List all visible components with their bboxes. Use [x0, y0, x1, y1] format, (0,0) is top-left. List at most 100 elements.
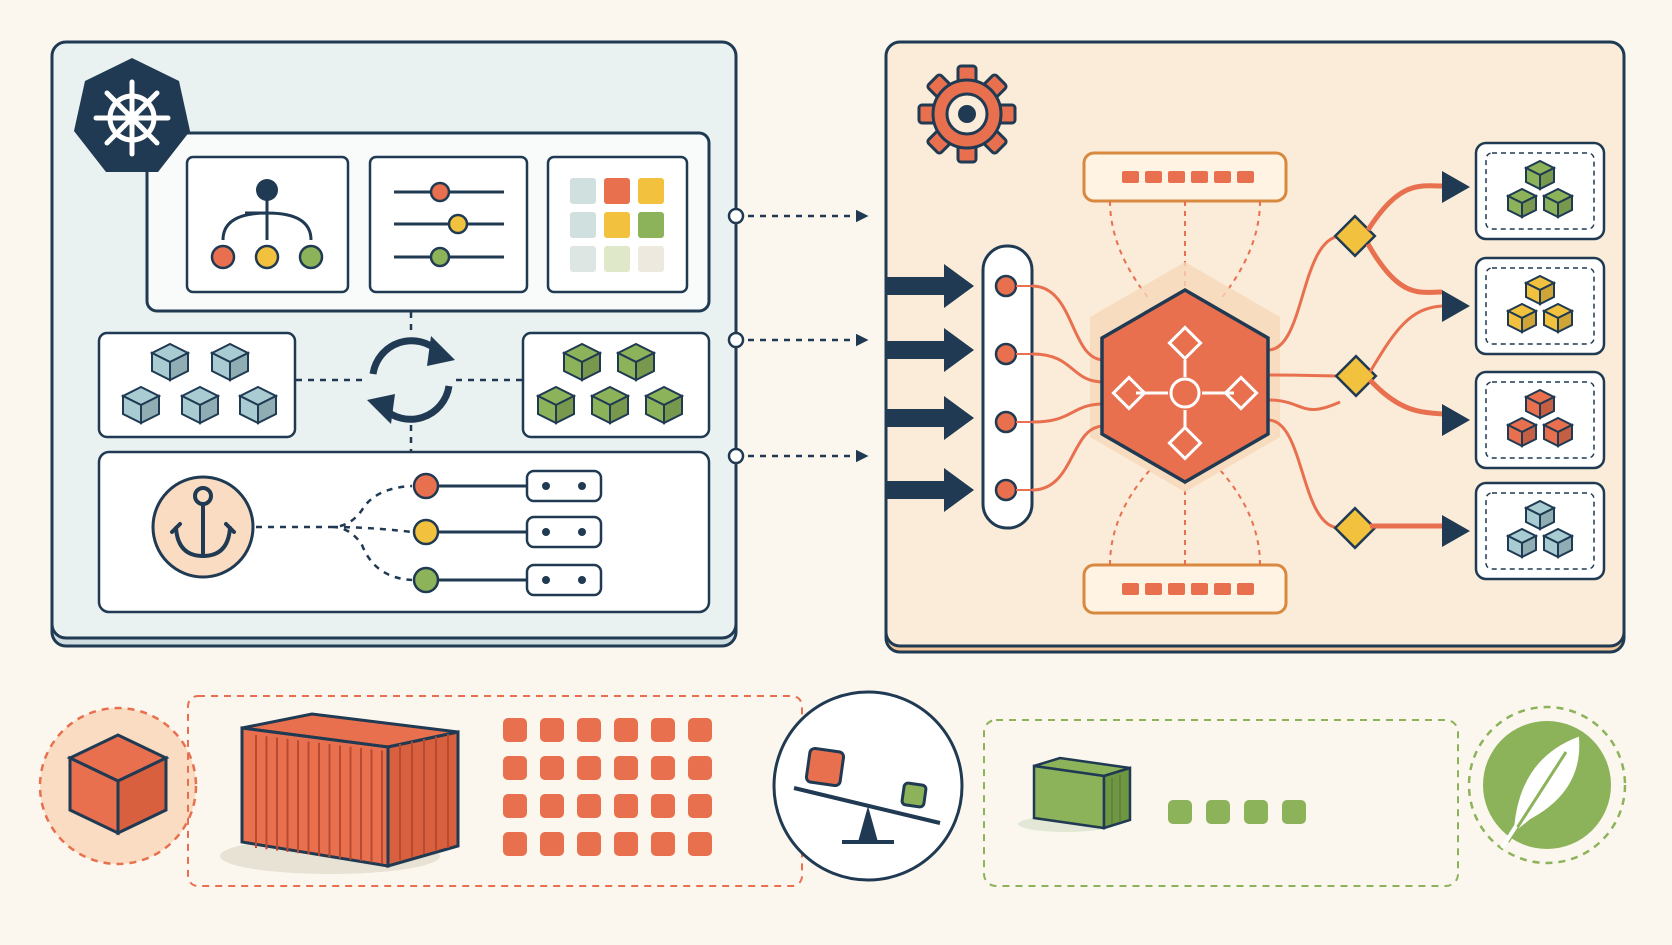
inbound-traffic-arrows: [886, 264, 974, 512]
replica-square: [577, 794, 601, 818]
router-hexagon-icon: [1100, 287, 1270, 485]
sliders-icon: [394, 181, 504, 268]
pool-cube-icon: [1523, 159, 1557, 191]
routing-decision-diamond: [1334, 354, 1378, 398]
pool-cube-icon: [1505, 187, 1539, 219]
replica-square: [614, 794, 638, 818]
replica-square: [614, 832, 638, 856]
replica-square: [503, 832, 527, 856]
color-grid-icon: [570, 178, 664, 272]
replica-square: [577, 756, 601, 780]
replica-square: [503, 794, 527, 818]
hierarchy-tree-icon: [210, 179, 324, 270]
feather-icon: [1500, 736, 1580, 850]
ingress-port: [994, 342, 1018, 366]
replica-square: [651, 832, 675, 856]
pod-cube-icon: [535, 385, 577, 425]
replica-square: [1244, 800, 1268, 824]
route-row: [412, 563, 603, 597]
replica-square: [651, 794, 675, 818]
replica-square: [614, 756, 638, 780]
service-endpoint-icon: [525, 515, 603, 549]
green-pod-group: [521, 331, 711, 439]
anchor-badge: [151, 475, 255, 579]
routing-decision-diamond: [1333, 506, 1377, 550]
ingress-port: [994, 478, 1018, 502]
pool-cube-icon: [1523, 274, 1557, 306]
gear-icon: [917, 64, 1017, 164]
routing-decision-diamond: [1333, 214, 1377, 258]
pool-cube-icon: [1523, 388, 1557, 420]
pool-cube-icon: [1505, 416, 1539, 448]
kubernetes-helm-wheel-icon: [74, 58, 190, 172]
pool-cube-icon: [1541, 187, 1575, 219]
seesaw-balance-icon: [772, 690, 964, 882]
blue-pod-group: [97, 331, 297, 439]
route-row: [412, 515, 603, 549]
color-grid-card: [546, 155, 689, 294]
hierarchy-card: [185, 155, 350, 294]
pod-cube-icon: [643, 385, 685, 425]
replica-square: [688, 794, 712, 818]
backend-pool: [1368, 370, 1606, 470]
replica-square: [1168, 800, 1192, 824]
ingress-port-column: [981, 244, 1034, 530]
ingress-port: [994, 410, 1018, 434]
gateway-panel: [884, 40, 1626, 654]
container-size-strip: [38, 690, 1627, 887]
backend-pool: [1365, 242, 1606, 356]
container-replica-grid: [503, 718, 712, 856]
cluster-control-panel: [50, 40, 738, 648]
sync-cycle-icon: [367, 336, 455, 424]
panel-links: [727, 207, 869, 465]
lightweight-container-icon: [1018, 756, 1132, 832]
routing-section: [97, 450, 711, 614]
replica-square: [651, 718, 675, 742]
sliders-card: [368, 155, 529, 294]
pod-cube-icon: [237, 385, 279, 425]
pool-cube-icon: [1541, 302, 1575, 334]
replica-square: [540, 718, 564, 742]
replica-square: [577, 718, 601, 742]
replica-square: [540, 794, 564, 818]
replica-square: [540, 832, 564, 856]
top-port-bar: [1082, 151, 1288, 203]
pool-cube-icon: [1505, 527, 1539, 559]
pod-cube-icon: [179, 385, 221, 425]
route-row: [412, 469, 603, 503]
replica-square: [688, 718, 712, 742]
replica-square: [688, 756, 712, 780]
pod-cube-icon: [561, 342, 603, 382]
replica-square: [651, 756, 675, 780]
replica-square: [1206, 800, 1230, 824]
pod-cube-icon: [149, 342, 191, 382]
pool-cube-icon: [1541, 527, 1575, 559]
replica-square: [503, 756, 527, 780]
pod-cube-icon: [209, 342, 251, 382]
replica-square: [540, 756, 564, 780]
replica-square: [1282, 800, 1306, 824]
pool-cube-icon: [1541, 416, 1575, 448]
container-replica-row: [1168, 800, 1306, 824]
replica-square: [503, 718, 527, 742]
anchor-icon: [170, 486, 236, 559]
bottom-port-bar: [1082, 563, 1288, 615]
shipping-container-icon: [220, 712, 460, 874]
backend-pool: [1365, 141, 1606, 241]
replica-square: [614, 718, 638, 742]
feather-badge: [1467, 705, 1627, 865]
service-endpoint-icon: [525, 469, 603, 503]
pool-cube-icon: [1523, 499, 1557, 531]
backend-pool: [1370, 481, 1606, 581]
ingress-port: [994, 274, 1018, 298]
heavy-cube-badge: [38, 706, 198, 866]
replica-square: [577, 832, 601, 856]
pod-cube-icon: [589, 385, 631, 425]
service-endpoint-icon: [525, 563, 603, 597]
pool-cube-icon: [1505, 302, 1539, 334]
pod-cube-icon: [615, 342, 657, 382]
pod-cube-icon: [120, 385, 162, 425]
replica-square: [688, 832, 712, 856]
